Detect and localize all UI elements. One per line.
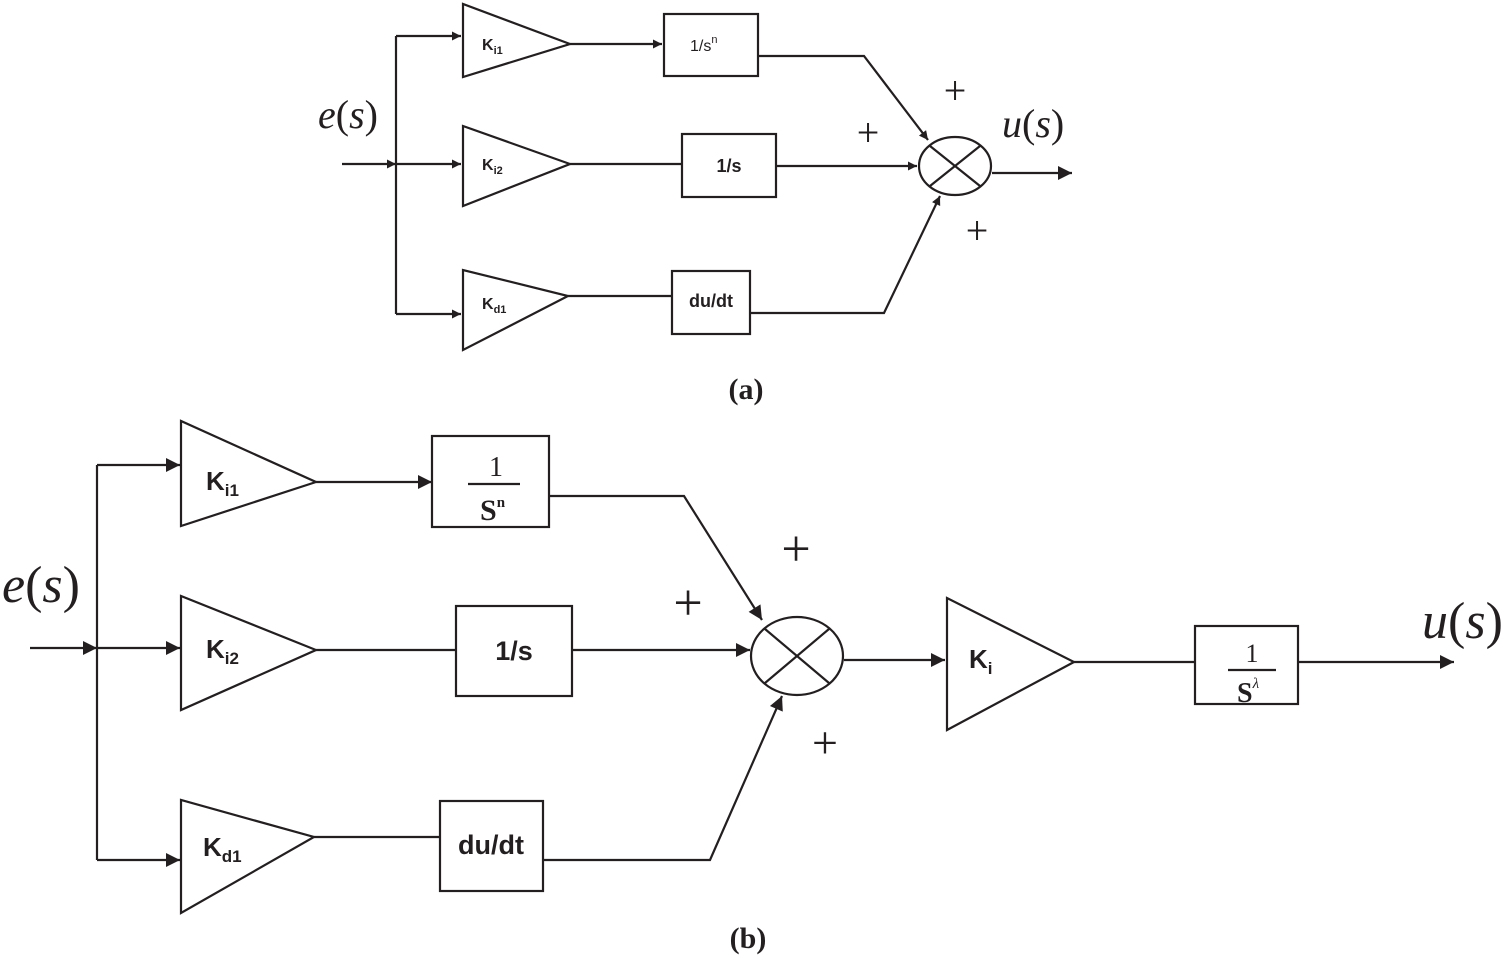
gain-label-ki1-a: Ki1: [482, 37, 503, 57]
block-label-derivative-b: du/dt: [458, 830, 524, 860]
sign-mid-b: +: [673, 575, 702, 632]
gain-triangle-ki2-b: [179, 594, 319, 712]
block-numerator-final-b: 1: [1246, 639, 1259, 668]
diagram-b: e(s) Ki1 Ki2 Kd1 Ki 1 Sn 1/s du/d: [2, 419, 1503, 955]
block-denominator-final-b: Sλ: [1237, 676, 1260, 709]
block-derivative-b: [438, 799, 545, 893]
gain-label-kd1-a: Kd1: [482, 296, 506, 316]
gain-triangle-kd1-a: [461, 268, 572, 352]
block-label-integrator-a: 1/s: [716, 156, 741, 176]
block-fractional-integrator-b: [430, 434, 551, 529]
gain-triangle-ki-b: [945, 596, 1077, 732]
summing-junction-b: [749, 615, 845, 697]
block-fractional-integrator-a: [662, 12, 760, 78]
caption-b: (b): [730, 922, 767, 955]
gain-triangle-ki1-a: [461, 2, 574, 79]
block-derivative-a: [670, 269, 752, 336]
input-label-a: e(s): [318, 92, 378, 137]
arrow-top-to-sum-b: [549, 494, 763, 621]
block-label-fractional-integrator-a: 1/sn: [690, 34, 717, 55]
block-integrator-a: [680, 132, 778, 199]
block-integrator-b: [454, 604, 574, 698]
sign-top-b: +: [781, 521, 810, 578]
sign-top-a: +: [944, 68, 967, 113]
arrow-bot-to-sum-b: [543, 695, 784, 862]
sign-bot-b: +: [812, 717, 838, 768]
sign-mid-a: +: [857, 110, 880, 155]
output-label-b: u(s): [1422, 593, 1503, 650]
gain-label-ki2-a: Ki2: [482, 157, 503, 177]
caption-a: (a): [729, 373, 764, 406]
summing-junction-a: [917, 135, 993, 197]
block-label-integrator-b: 1/s: [495, 636, 533, 666]
gain-label-ki-b: Ki: [969, 644, 993, 678]
diagram-a: e(s) Ki1 Ki2 Kd1 1/sn 1/s du/dt: [318, 2, 1072, 406]
block-numerator-fractional-integrator-b: 1: [489, 452, 503, 483]
gain-label-ki1-b: Ki1: [206, 466, 239, 500]
arrow-top-to-sum-a: [758, 54, 929, 141]
output-label-a: u(s): [1002, 101, 1064, 146]
input-label-b: e(s): [2, 557, 80, 614]
gain-label-ki2-b: Ki2: [206, 634, 239, 668]
arrow-bot-to-sum-a: [750, 195, 941, 315]
sign-bot-a: +: [966, 208, 989, 253]
gain-label-kd1-b: Kd1: [203, 832, 242, 866]
gain-triangle-ki2-a: [461, 124, 574, 208]
block-final-fractional-b: [1193, 624, 1300, 706]
gain-triangle-ki1-b: [179, 419, 320, 528]
block-label-derivative-a: du/dt: [689, 291, 733, 311]
block-denominator-fractional-integrator-b: Sn: [480, 494, 506, 527]
gain-triangle-kd1-b: [179, 798, 317, 915]
